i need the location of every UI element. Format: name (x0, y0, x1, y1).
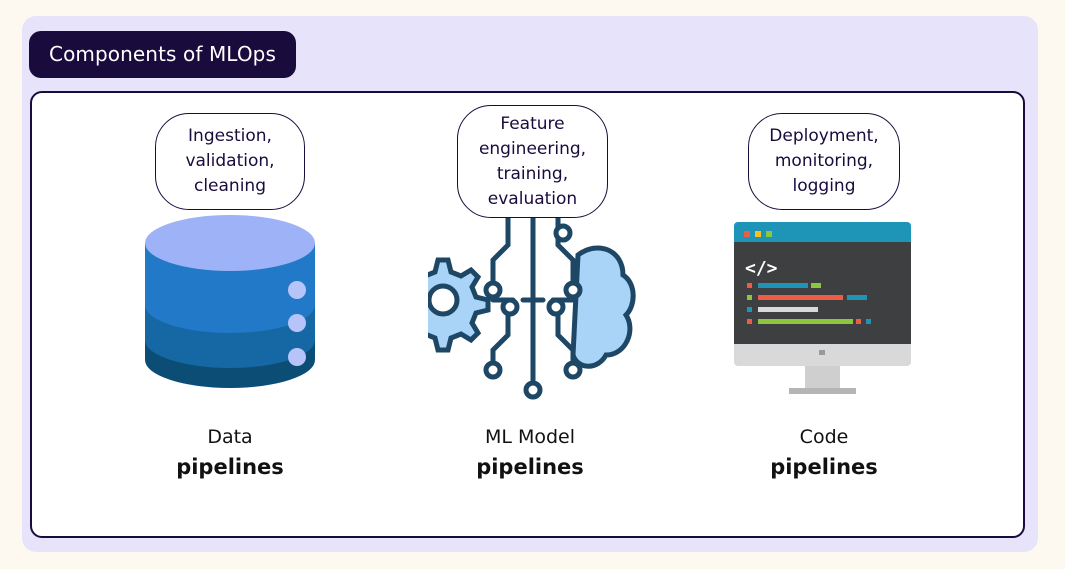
ml-model-label: ML Model (484, 426, 576, 448)
code-label: Code (799, 426, 849, 448)
ml-model-bubble: Feature engineering, training, evaluatio… (457, 105, 608, 218)
data-bubble: Ingestion, validation, cleaning (155, 113, 305, 210)
code-bubble: Deployment, monitoring, logging (748, 113, 900, 210)
code-pipelines-label: pipelines (770, 455, 878, 479)
page-title: Components of MLOps (29, 31, 296, 78)
data-label: Data (207, 426, 253, 448)
computer-code-icon: </> (734, 222, 911, 394)
svg-text:</>: </> (745, 258, 778, 279)
database-icon (145, 215, 315, 388)
gear-brain-circuit-icon (428, 212, 636, 400)
ml-model-pipelines-label: pipelines (476, 455, 584, 479)
data-pipelines-label: pipelines (176, 455, 284, 479)
